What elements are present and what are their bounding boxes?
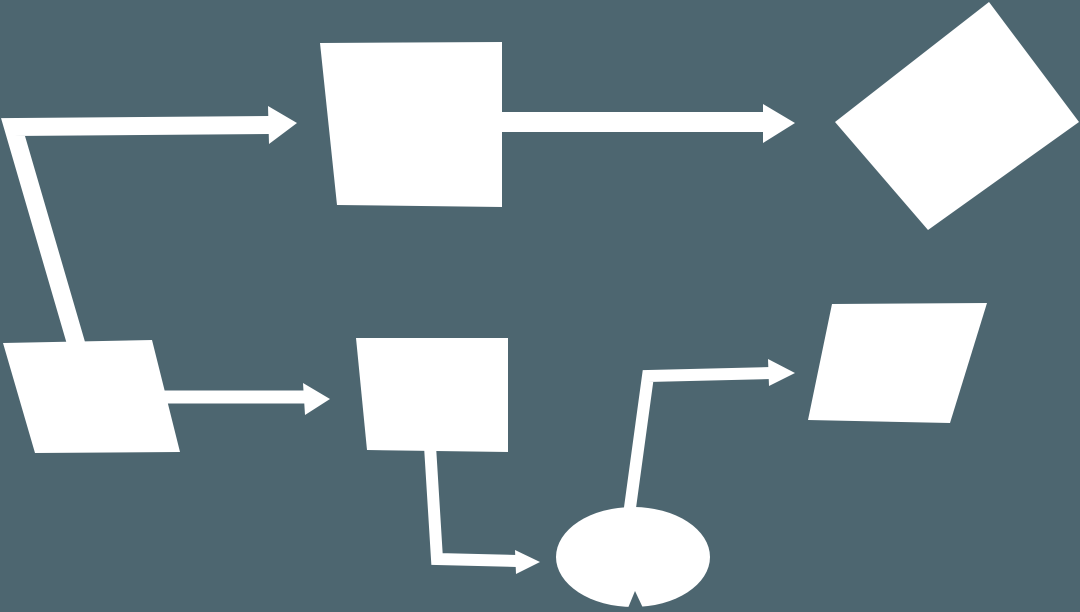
node-ellipse: [556, 507, 710, 607]
node-rotated-rect: [835, 2, 1079, 230]
node-parallelogram-left: [3, 340, 180, 453]
arrowhead-rect-middle-to-ellipse: [515, 550, 540, 574]
node-rect-middle: [356, 338, 508, 452]
ellipse-stroke-gap: [628, 591, 643, 608]
arrowhead-parallelogram-left-to-rect-middle: [303, 383, 330, 415]
connector-ellipse-to-parallelogram-right: [623, 367, 772, 516]
node-rect-top: [320, 42, 502, 207]
arrowhead-parallelogram-left-to-rect-top: [268, 106, 297, 144]
node-parallelogram-right: [808, 303, 987, 423]
connector-rect-middle-to-ellipse: [424, 445, 518, 567]
connector-parallelogram-left-to-rect-top: [1, 116, 270, 353]
arrowhead-ellipse-to-parallelogram-right: [768, 359, 795, 386]
arrowhead-rect-top-to-rotated-rect: [763, 104, 795, 143]
